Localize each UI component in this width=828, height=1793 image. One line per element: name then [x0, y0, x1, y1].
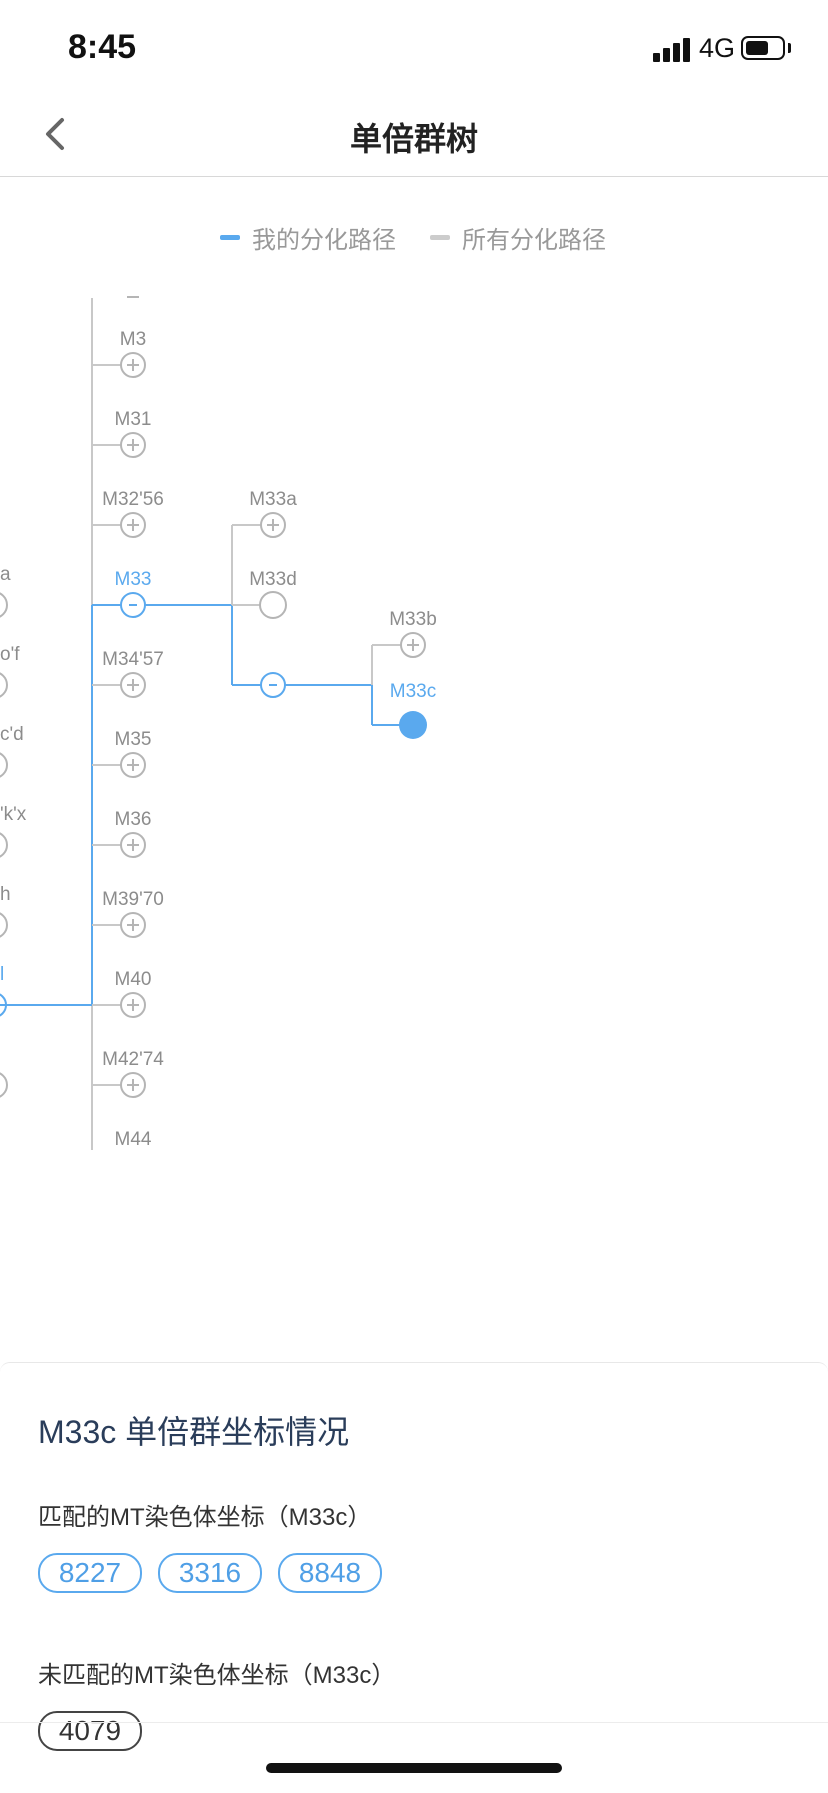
- legend-label-all-paths: 所有分化路径: [462, 227, 606, 254]
- matched-coordinates-label: 匹配的MT染色体坐标（M33c）: [38, 1504, 372, 1531]
- tree-node-m3[interactable]: [120, 352, 146, 378]
- node-label-m3457: M34'57: [102, 649, 164, 670]
- partial-node-label: c'd: [0, 724, 24, 745]
- unmatched-coordinates-list: 4079: [38, 1711, 142, 1751]
- battery-icon: [741, 36, 785, 60]
- legend-swatch-my-path: [220, 235, 240, 240]
- node-label-m40: M40: [115, 969, 152, 990]
- legend: 我的分化路径 所有分化路径: [0, 220, 828, 256]
- partial-tree-node[interactable]: [0, 912, 8, 938]
- tree-node-m33[interactable]: [120, 592, 146, 618]
- panel-divider: [0, 1722, 828, 1723]
- matched-coordinates-list: 8227 3316 8848: [38, 1553, 382, 1593]
- tree-node-m33b[interactable]: [400, 632, 426, 658]
- tree-node-m33-unnamed[interactable]: [260, 672, 286, 698]
- partial-node-label: 'k'x: [0, 804, 27, 825]
- partial-node-label: o'f: [0, 644, 20, 665]
- node-label-m44: M44: [115, 1129, 152, 1150]
- tree-node-m4274[interactable]: [120, 1072, 146, 1098]
- legend-item-my-path: 我的分化路径: [220, 220, 396, 255]
- page-title: 单倍群树: [349, 121, 478, 157]
- partial-node-label: l: [0, 964, 4, 985]
- network-type: 4G: [699, 33, 736, 63]
- partial-tree-node[interactable]: [0, 752, 8, 778]
- unmatched-coordinate-chip[interactable]: 4079: [38, 1711, 142, 1751]
- haplogroup-info-panel: M33c 单倍群坐标情况 匹配的MT染色体坐标（M33c） 8227 3316 88…: [0, 1362, 828, 1793]
- partial-tree-node[interactable]: [0, 592, 8, 618]
- partial-node-label: a: [0, 564, 11, 585]
- node-label-m33a: M33a: [249, 489, 297, 510]
- node-label-m3: M3: [120, 329, 146, 350]
- status-bar: 8:45 4G: [0, 0, 828, 96]
- unmatched-coordinates-label: 未匹配的MT染色体坐标（M33c）: [38, 1662, 396, 1689]
- status-time: 8:45: [68, 28, 137, 66]
- legend-label-my-path: 我的分化路径: [252, 227, 396, 254]
- partial-tree-node[interactable]: [0, 1072, 8, 1098]
- node-label-m35: M35: [115, 729, 152, 750]
- node-label-m3256: M32'56: [102, 489, 164, 510]
- partial-node-label: h: [0, 884, 11, 905]
- node-label-m33b: M33b: [389, 609, 437, 630]
- tree-node-m33d[interactable]: [259, 591, 287, 619]
- tree-node-m36[interactable]: [120, 832, 146, 858]
- tree-node-m33c[interactable]: [399, 711, 427, 739]
- partial-tree-node[interactable]: [0, 672, 8, 698]
- tree-node-m35[interactable]: [120, 752, 146, 778]
- tree-node-m40[interactable]: [120, 992, 146, 1018]
- legend-swatch-all-paths: [430, 235, 450, 240]
- node-label-m31: M31: [115, 409, 152, 430]
- signal-icon: [653, 36, 691, 62]
- panel-title: M33c 单倍群坐标情况: [38, 1414, 350, 1450]
- nav-bar: 单倍群树: [0, 96, 828, 177]
- node-label-m33c: M33c: [390, 681, 436, 702]
- tree-node-m31[interactable]: [120, 432, 146, 458]
- legend-item-all-paths: 所有分化路径: [430, 220, 606, 255]
- node-label-m3970: M39'70: [102, 889, 164, 910]
- tree-node-m3256[interactable]: [120, 512, 146, 538]
- partial-tree-node[interactable]: [0, 832, 8, 858]
- node-label-m4274: M42'74: [102, 1049, 164, 1070]
- tree-node-m3970[interactable]: [120, 912, 146, 938]
- matched-coordinate-chip[interactable]: 8227: [38, 1553, 142, 1593]
- node-label-m33: M33: [115, 569, 152, 590]
- matched-coordinate-chip[interactable]: 3316: [158, 1553, 262, 1593]
- tree-node-m33a[interactable]: [260, 512, 286, 538]
- tree-node-m3457[interactable]: [120, 672, 146, 698]
- back-button[interactable]: [28, 104, 88, 164]
- battery-tip: [788, 43, 791, 53]
- node-label-m36: M36: [115, 809, 152, 830]
- home-indicator: [266, 1763, 562, 1773]
- chevron-left-icon: [46, 118, 64, 150]
- haplogroup-tree: ao'fc'd'k'xhlM3M31M32'56M33M34'57M35M36M…: [0, 296, 437, 1150]
- node-label-m33d: M33d: [249, 569, 297, 590]
- matched-coordinate-chip[interactable]: 8848: [278, 1553, 382, 1593]
